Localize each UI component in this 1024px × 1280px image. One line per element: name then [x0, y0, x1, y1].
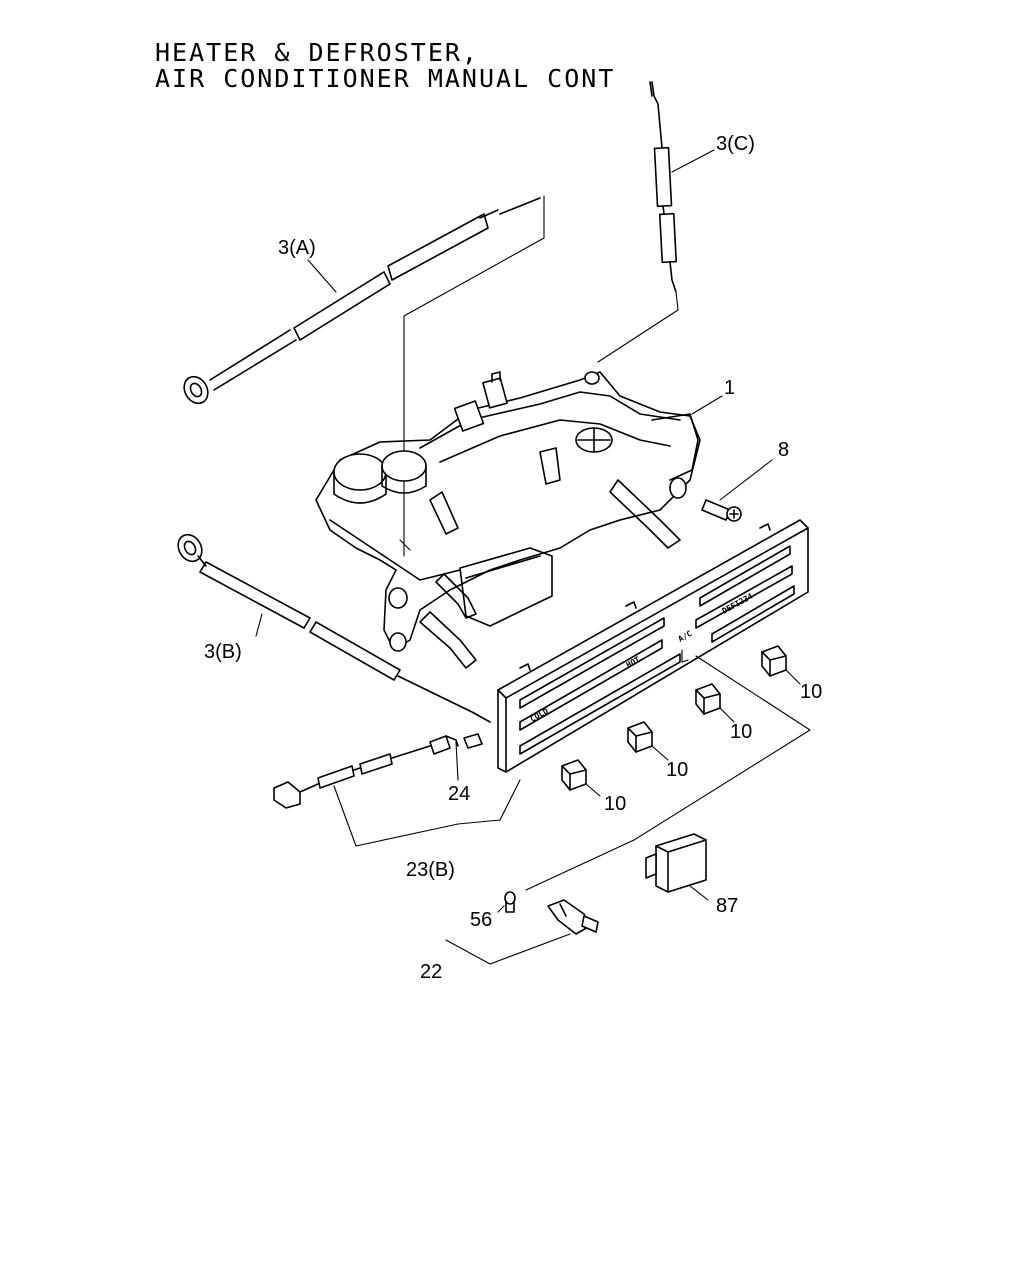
diagram-title-line-1: HEATER & DEFROSTER,	[155, 38, 479, 67]
callout-10-mid-right: 10	[730, 721, 753, 743]
cable-3b	[177, 533, 491, 723]
control-panel-face: COLD HOT A/C DEFI234	[497, 519, 809, 773]
knob-10	[627, 721, 669, 761]
callout-1: 1	[724, 377, 736, 399]
control-assembly	[315, 371, 701, 669]
callout-3c: 3(C)	[716, 133, 755, 155]
switch-87	[525, 833, 709, 901]
leader-line-1	[691, 395, 723, 415]
callout-10-mid-left: 10	[666, 759, 689, 781]
screw-8	[701, 459, 773, 522]
knob-10	[561, 759, 601, 797]
callout-10-right: 10	[800, 681, 823, 703]
harness-23b	[273, 735, 521, 847]
callout-3b: 3(B)	[204, 641, 242, 663]
callout-22: 22	[420, 961, 443, 983]
lamp-socket-22	[445, 899, 599, 965]
bulb-56	[497, 891, 516, 913]
callout-8: 8	[778, 439, 790, 461]
callout-24: 24	[448, 783, 471, 805]
callout-56: 56	[470, 909, 493, 931]
bulb-24	[463, 733, 483, 749]
leader-line-3a	[307, 259, 337, 293]
callout-23b: 23(B)	[406, 859, 455, 881]
diagram-title-line-2: AIR CONDITIONER MANUAL CONT	[155, 64, 616, 93]
cable-3c	[597, 81, 679, 363]
callout-3a: 3(A)	[278, 237, 316, 259]
leader-line-87	[633, 655, 811, 841]
knob-10	[695, 683, 735, 723]
callout-10-left: 10	[604, 793, 627, 815]
leader-line-3c	[671, 149, 715, 173]
knob-10	[761, 645, 801, 685]
leader-line-3b	[255, 613, 263, 637]
cable-3a	[183, 195, 545, 541]
callout-87: 87	[716, 895, 739, 917]
